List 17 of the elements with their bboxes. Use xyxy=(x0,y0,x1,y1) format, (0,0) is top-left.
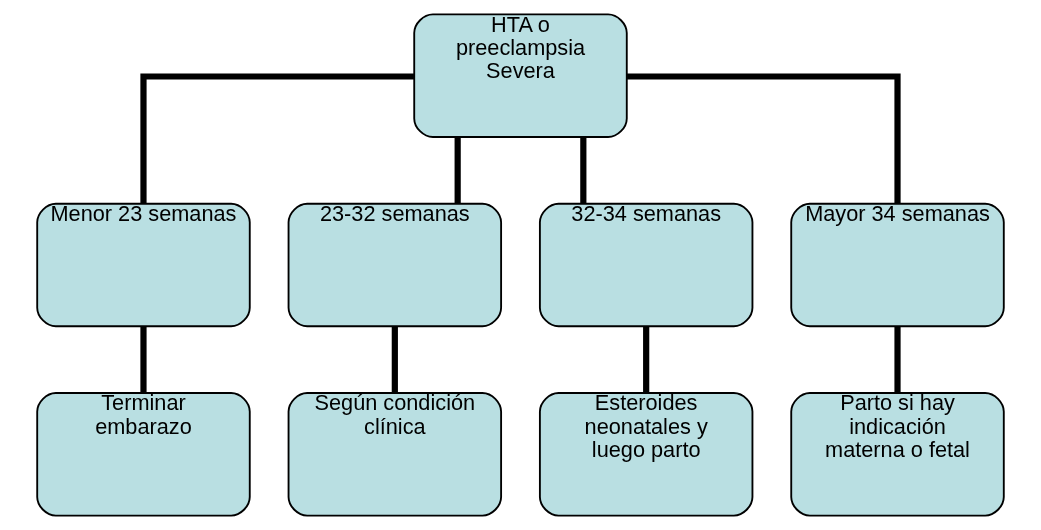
node-box: 23-32 semanas xyxy=(287,202,503,328)
connector xyxy=(140,73,414,204)
node-box: 32-34 semanas xyxy=(538,202,754,328)
node-box: Mayor 34 semanas xyxy=(790,202,1005,328)
connector xyxy=(643,326,650,393)
node-box: Parto si hay indicación materna o fetal xyxy=(790,392,1005,517)
connector xyxy=(140,326,147,393)
connector xyxy=(454,137,461,204)
connector xyxy=(894,326,901,393)
node-box: Esteroides neonatales y luego parto xyxy=(538,392,754,517)
node-box: HTA o preeclampsia Severa xyxy=(413,13,628,138)
node-box: Terminar embarazo xyxy=(36,392,251,517)
connector xyxy=(391,326,398,393)
connector xyxy=(627,73,901,204)
node-box: Menor 23 semanas xyxy=(36,202,251,328)
connector xyxy=(580,137,587,204)
node-box: Según condición clínica xyxy=(287,392,503,517)
